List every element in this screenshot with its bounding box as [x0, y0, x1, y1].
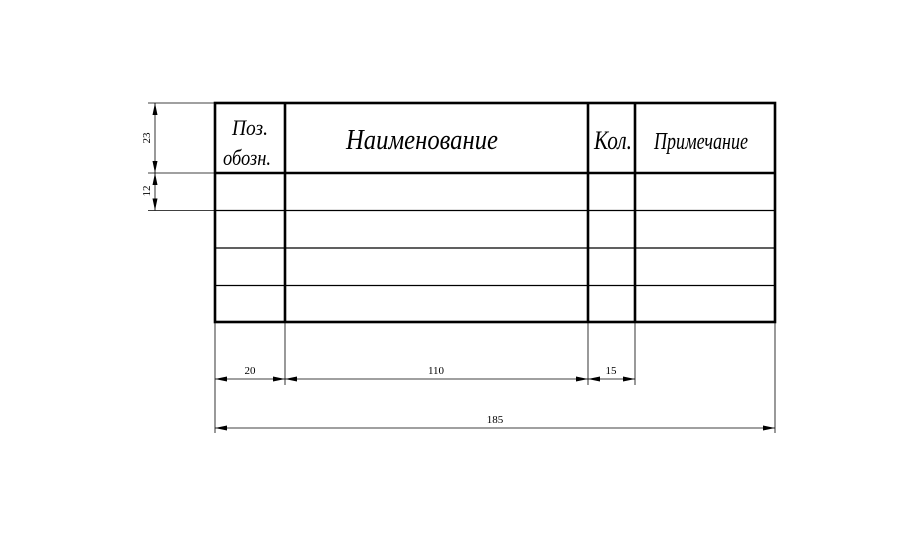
header-note: Примечание: [653, 129, 748, 155]
arrow-head: [623, 376, 635, 382]
dim-total-width: 185: [487, 414, 504, 426]
dim-row-height: 12: [141, 186, 153, 197]
table-frame: [213, 101, 777, 324]
arrow-head: [763, 425, 775, 431]
table-grid: [213, 101, 777, 324]
arrow-head: [152, 103, 158, 115]
header-qty: Кол.: [593, 126, 632, 155]
arrow-head: [215, 376, 227, 382]
arrow-head: [576, 376, 588, 382]
arrow-head: [152, 173, 158, 185]
dim-col-qty-width: 15: [606, 365, 618, 377]
dim-col-pos-width: 20: [245, 365, 257, 377]
header-pos-line2: обозн.: [223, 145, 271, 170]
header-pos-line1: Поз.: [231, 115, 268, 140]
arrow-head: [215, 425, 227, 431]
arrow-head: [273, 376, 285, 382]
arrow-head: [152, 161, 158, 173]
horizontal-dimensions: 20 110 15 185: [214, 322, 776, 433]
arrow-head: [588, 376, 600, 382]
dim-header-height: 23: [141, 132, 153, 144]
table-headers: Поз. обозн. Наименование Кол. Примечание: [223, 115, 748, 170]
header-name: Наименование: [345, 125, 498, 156]
arrow-head: [285, 376, 297, 382]
vertical-dimensions: 23 12: [141, 102, 215, 211]
arrow-head: [152, 198, 158, 211]
dim-col-name-width: 110: [428, 365, 445, 377]
